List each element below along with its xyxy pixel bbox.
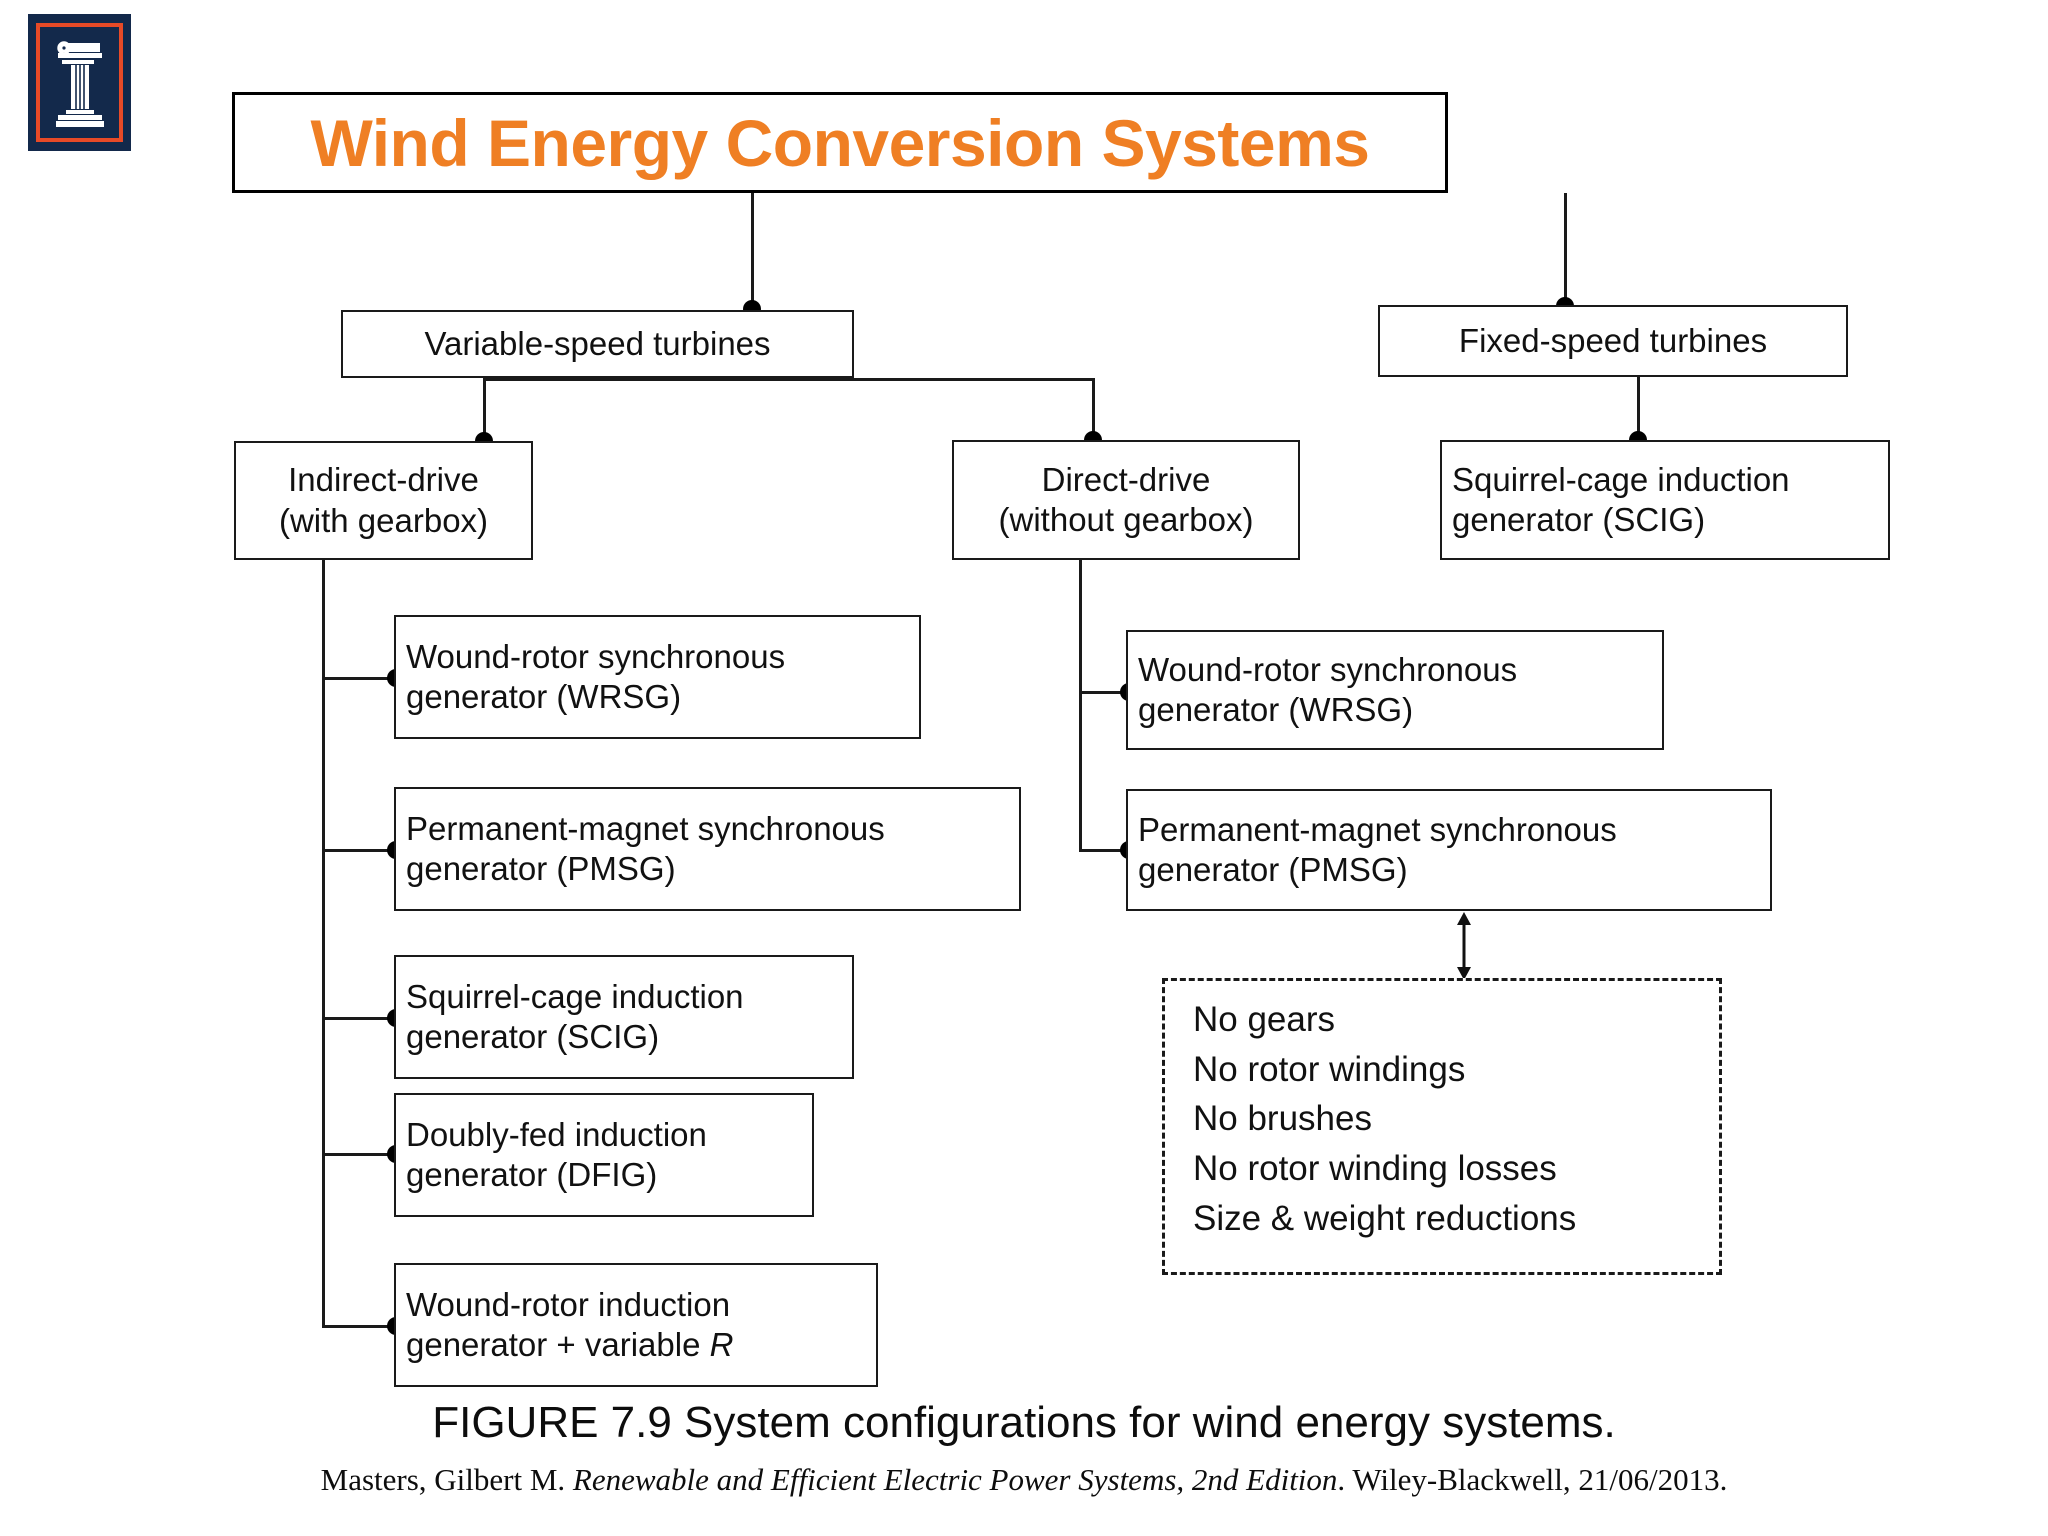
- node-label: Indirect-drive (with gearbox): [278, 461, 489, 539]
- node-fixed-speed-turbines[interactable]: Fixed-speed turbines: [1378, 305, 1848, 377]
- university-logo: [28, 14, 131, 151]
- branch-indirect-4: [322, 1153, 396, 1156]
- leaf-indirect-scig[interactable]: Squirrel-cage induction generator (SCIG): [394, 955, 854, 1079]
- node-label: Permanent-magnet synchronous generator (…: [406, 809, 885, 887]
- leaf-indirect-dfig[interactable]: Doubly-fed induction generator (DFIG): [394, 1093, 814, 1217]
- figure-citation: Masters, Gilbert M. Renewable and Effici…: [0, 1462, 2048, 1498]
- node-fixed-scig[interactable]: Squirrel-cage induction generator (SCIG): [1440, 440, 1890, 560]
- branch-direct-1: [1079, 691, 1131, 694]
- callout-line: No rotor winding losses: [1193, 1149, 1557, 1189]
- citation-author: Masters, Gilbert M.: [320, 1462, 566, 1497]
- callout-line: No rotor windings: [1193, 1049, 1466, 1089]
- branch-indirect-3: [322, 1017, 396, 1020]
- connector-fixed-to-scig: [1637, 377, 1640, 440]
- page-title: Wind Energy Conversion Systems: [310, 105, 1370, 180]
- pmsg-benefits-callout: No gears No rotor windings No brushes No…: [1162, 978, 1722, 1275]
- branch-indirect-5: [322, 1325, 396, 1328]
- callout-line: No brushes: [1193, 1099, 1372, 1139]
- callout-line: Size & weight reductions: [1193, 1198, 1577, 1238]
- citation-work-title: Renewable and Efficient Electric Power S…: [572, 1462, 1338, 1497]
- connector-title-to-fixed: [1564, 193, 1567, 313]
- node-label: Wound-rotor synchronous generator (WRSG): [406, 637, 786, 715]
- node-label: Squirrel-cage induction generator (SCIG): [406, 977, 744, 1055]
- connector-variable-bus: [483, 378, 1095, 381]
- citation-publisher: . Wiley-Blackwell, 21/06/2013.: [1337, 1462, 1728, 1497]
- connector-variable-down-left: [483, 378, 486, 441]
- branch-direct-2: [1079, 849, 1131, 852]
- node-label: Variable-speed turbines: [424, 324, 771, 362]
- node-indirect-drive[interactable]: Indirect-drive (with gearbox): [234, 441, 533, 560]
- trunk-indirect: [322, 560, 325, 1327]
- leaf-indirect-wrsg[interactable]: Wound-rotor synchronous generator (WRSG): [394, 615, 921, 739]
- logo-inner-border: [36, 23, 123, 142]
- connector-title-to-variable: [751, 193, 754, 318]
- branch-indirect-1: [322, 677, 396, 680]
- callout-line: No gears: [1193, 1000, 1336, 1039]
- leaf-direct-wrsg[interactable]: Wound-rotor synchronous generator (WRSG): [1126, 630, 1664, 750]
- leaf-indirect-wrig[interactable]: Wound-rotor induction generator + variab…: [394, 1263, 878, 1387]
- node-label: Doubly-fed induction generator (DFIG): [406, 1115, 707, 1193]
- branch-indirect-2: [322, 849, 396, 852]
- slide-title-box: Wind Energy Conversion Systems: [232, 92, 1448, 193]
- double-headed-arrow-icon: [1457, 912, 1471, 980]
- leaf-direct-pmsg[interactable]: Permanent-magnet synchronous generator (…: [1126, 789, 1772, 911]
- leaf-indirect-pmsg[interactable]: Permanent-magnet synchronous generator (…: [394, 787, 1021, 911]
- node-variable-speed-turbines[interactable]: Variable-speed turbines: [341, 310, 854, 378]
- node-label: Wound-rotor synchronous generator (WRSG): [1138, 650, 1518, 728]
- figure-caption: FIGURE 7.9 System configurations for win…: [432, 1398, 1616, 1447]
- node-label: Squirrel-cage induction generator (SCIG): [1452, 460, 1790, 538]
- node-label: Direct-drive (without gearbox): [998, 460, 1254, 538]
- block-i-column-icon: [55, 40, 104, 127]
- connector-variable-down-right: [1092, 378, 1095, 440]
- trunk-direct: [1079, 560, 1082, 852]
- node-label: Fixed-speed turbines: [1458, 321, 1768, 359]
- node-direct-drive[interactable]: Direct-drive (without gearbox): [952, 440, 1300, 560]
- node-label: Wound-rotor induction generator + variab…: [406, 1285, 734, 1363]
- node-label: Permanent-magnet synchronous generator (…: [1138, 810, 1617, 888]
